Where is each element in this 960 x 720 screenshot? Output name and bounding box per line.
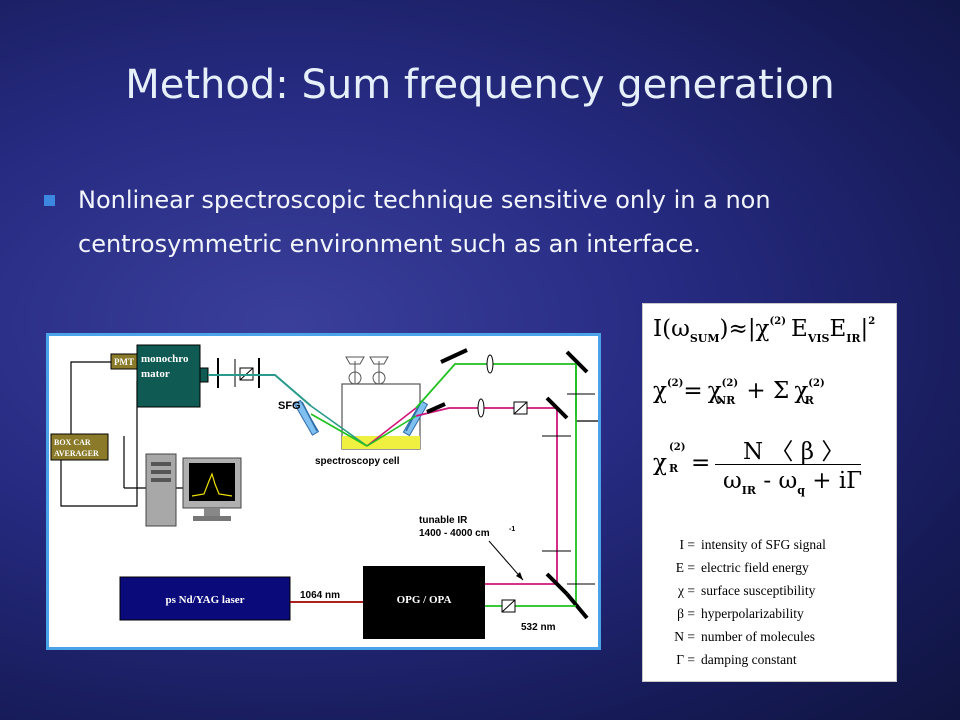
- nm532-label: 532 nm: [521, 622, 556, 633]
- cell-label: spectroscopy cell: [315, 456, 400, 467]
- sfg-intensity-equation: I(ωSUM)≈|χ(2) EVISEIR|2: [653, 316, 876, 345]
- laser-label: ps Nd/YAG laser: [165, 594, 244, 606]
- definition-row: I =intensity of SFG signal: [679, 537, 826, 552]
- opg-opa-box: [363, 566, 485, 639]
- equation-panel: I(ωSUM)≈|χ(2) EVISEIR|2 χ(2)= χ(2)NR + Σ…: [642, 303, 897, 682]
- definition-row: E =electric field energy: [675, 560, 809, 575]
- boxcar-box: [50, 433, 109, 461]
- laser-box: [119, 576, 291, 621]
- boxcar-label-1: BOX CAR: [54, 438, 91, 447]
- monochromator-box: [136, 344, 201, 408]
- definition-row: χ =surface susceptibility: [678, 583, 816, 598]
- monochromator-label-2: mator: [141, 368, 170, 380]
- opg-label: OPG / OPA: [397, 594, 452, 606]
- nm1064-label: 1064 nm: [300, 590, 340, 601]
- pmt-label: PMT: [114, 357, 134, 367]
- boxcar-label-2: AVERAGER: [54, 449, 99, 458]
- definition-row: Γ =damping constant: [676, 652, 797, 667]
- tunable-exp: -1: [509, 526, 515, 533]
- susceptibility-equation: χ(2)= χ(2)NR + Σ χ(2)R: [653, 378, 825, 407]
- bullet-text: Nonlinear spectroscopic technique sensit…: [78, 186, 771, 258]
- sfg-setup-diagram: PMT monochro mator BOX CAR AVERAGER: [46, 333, 601, 650]
- slide-title: Method: Sum frequency generation: [125, 62, 835, 108]
- tunable-label-2: 1400 - 4000 cm: [419, 528, 490, 539]
- definition-row: N =number of molecules: [674, 629, 815, 644]
- sfg-label: SFG: [278, 400, 301, 412]
- tunable-label-1: tunable IR: [419, 515, 468, 526]
- monochromator-label-1: monochro: [141, 353, 189, 365]
- definition-row: β =hyperpolarizability: [677, 606, 804, 621]
- bullet-marker: [44, 195, 55, 206]
